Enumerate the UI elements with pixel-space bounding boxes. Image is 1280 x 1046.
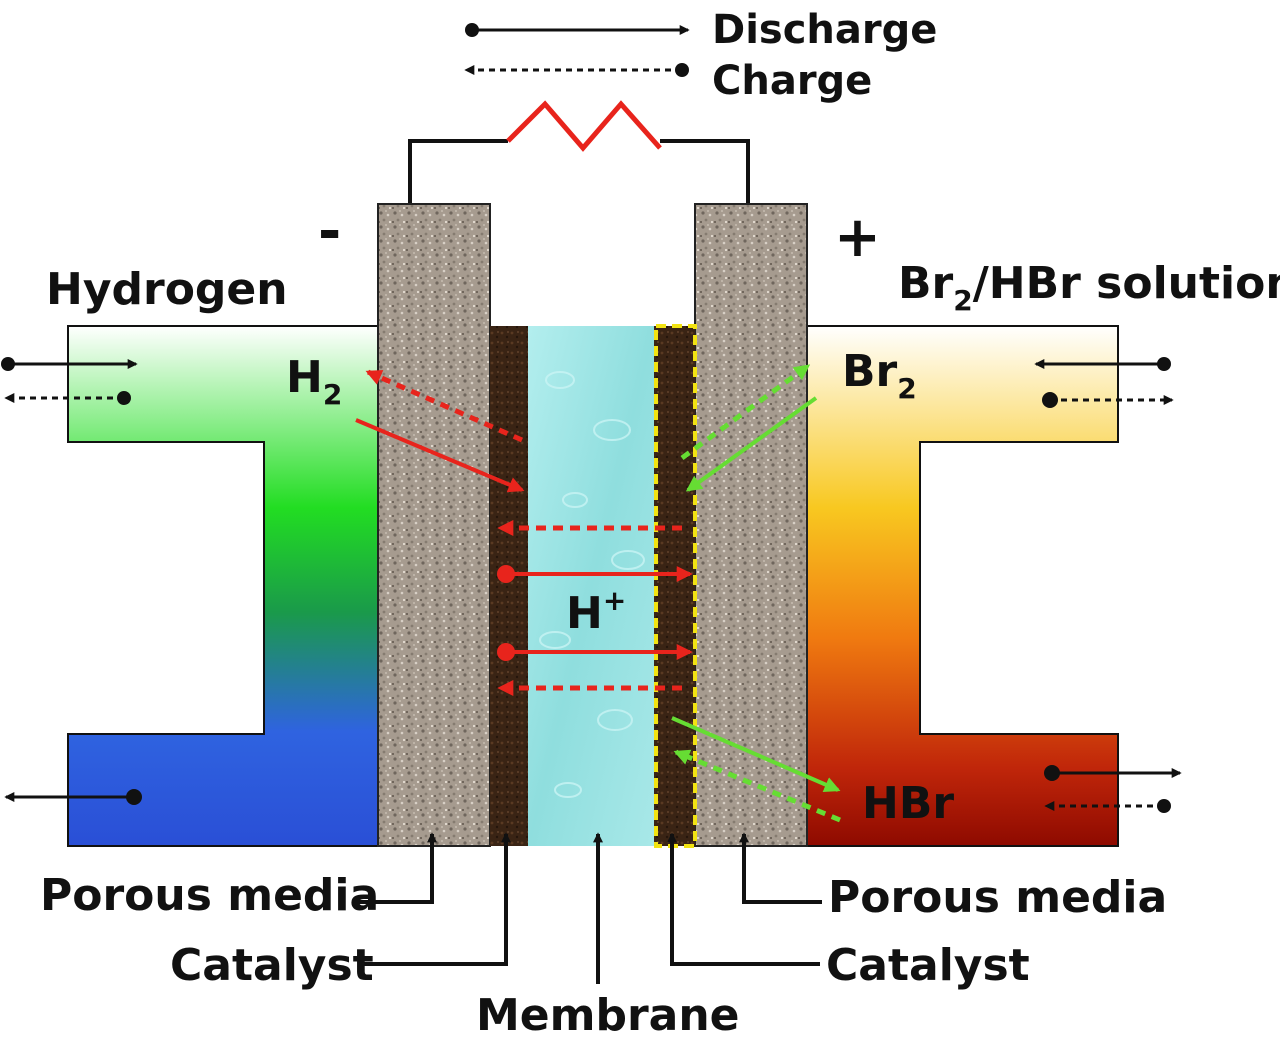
catalyst-right-highlight xyxy=(654,324,697,848)
callout-leaders xyxy=(358,832,822,984)
hydrogen-flow-arrows xyxy=(1,357,142,805)
hbr-discharge-arrow xyxy=(671,716,841,793)
bromine-tank xyxy=(805,325,1119,847)
membrane-texture xyxy=(539,371,645,798)
negative-terminal-sign: - xyxy=(318,199,341,264)
membrane-layer xyxy=(528,326,654,846)
br2-main: Br xyxy=(842,346,898,397)
hbr-outlet-charge-dot xyxy=(1157,799,1171,813)
hbr-charge-arrow xyxy=(673,749,841,823)
catalyst-right-layer xyxy=(654,326,695,846)
circuit-wire-left xyxy=(408,139,508,205)
hydrogen-reaction-arrows xyxy=(355,369,525,493)
discharge-legend-label: Discharge xyxy=(712,7,937,53)
porous-media-left-leader xyxy=(358,832,437,904)
h2-outlet-dot xyxy=(126,789,142,805)
br2-inlet-discharge-dot xyxy=(1157,357,1171,371)
positive-terminal-sign: + xyxy=(834,205,881,270)
hbr-species-label: HBr xyxy=(862,778,954,829)
charge-legend-label: Charge xyxy=(712,58,872,104)
h2-discharge-arrow xyxy=(355,418,525,493)
charge-legend-dot xyxy=(675,63,689,77)
catalyst-right-label: Catalyst xyxy=(826,940,1030,991)
br2-charge-arrow xyxy=(680,363,811,461)
br2-species-label: Br2 xyxy=(842,346,917,405)
resistor xyxy=(506,100,662,152)
hplus-main: H xyxy=(566,588,603,639)
h2-species-label: H2 xyxy=(286,352,342,411)
porous-media-right-leader xyxy=(739,832,822,904)
catalyst-left-leader xyxy=(364,832,511,966)
legend: Discharge Charge xyxy=(464,7,937,104)
bromine-reaction-arrows xyxy=(671,363,841,823)
hydrogen-label: Hydrogen xyxy=(46,264,288,315)
br2-discharge-arrow xyxy=(685,396,818,492)
br2-subscript: 2 xyxy=(897,372,916,405)
porous-media-right-block xyxy=(694,203,808,847)
br2-inlet-charge-dot xyxy=(1042,392,1058,408)
circuit-wire-right xyxy=(660,139,750,205)
h2-charge-arrow xyxy=(365,369,524,443)
external-circuit xyxy=(408,100,750,205)
membrane-label: Membrane xyxy=(476,990,740,1041)
proton-discharge-dot-bottom xyxy=(497,643,515,661)
porous-media-right-label: Porous media xyxy=(828,872,1167,923)
h2-main: H xyxy=(286,352,323,403)
catalyst-right-leader xyxy=(667,832,820,966)
h2-inlet-charge-dot xyxy=(117,391,131,405)
hplus-species-label: H+ xyxy=(566,584,626,639)
h2-inlet-discharge-dot xyxy=(1,357,15,371)
catalyst-left-layer xyxy=(490,326,528,846)
proton-discharge-dot-top xyxy=(497,565,515,583)
br2-hbr-suffix: /HBr solution xyxy=(973,258,1280,309)
catalyst-left-label: Catalyst xyxy=(170,940,374,991)
porous-media-left-block xyxy=(377,203,491,847)
porous-media-left-label: Porous media xyxy=(40,870,379,921)
br2-hbr-solution-label: Br2/HBr solution xyxy=(898,258,1280,317)
bromine-flow-arrows xyxy=(1034,357,1182,813)
proton-transport-arrows xyxy=(497,520,693,696)
br2-hbr-prefix: Br xyxy=(898,258,954,309)
hbr-outlet-discharge-dot xyxy=(1044,765,1060,781)
h2-subscript: 2 xyxy=(323,378,342,411)
br2-hbr-subscript: 2 xyxy=(953,284,972,317)
discharge-legend-dot xyxy=(465,23,479,37)
hplus-superscript: + xyxy=(603,584,626,617)
